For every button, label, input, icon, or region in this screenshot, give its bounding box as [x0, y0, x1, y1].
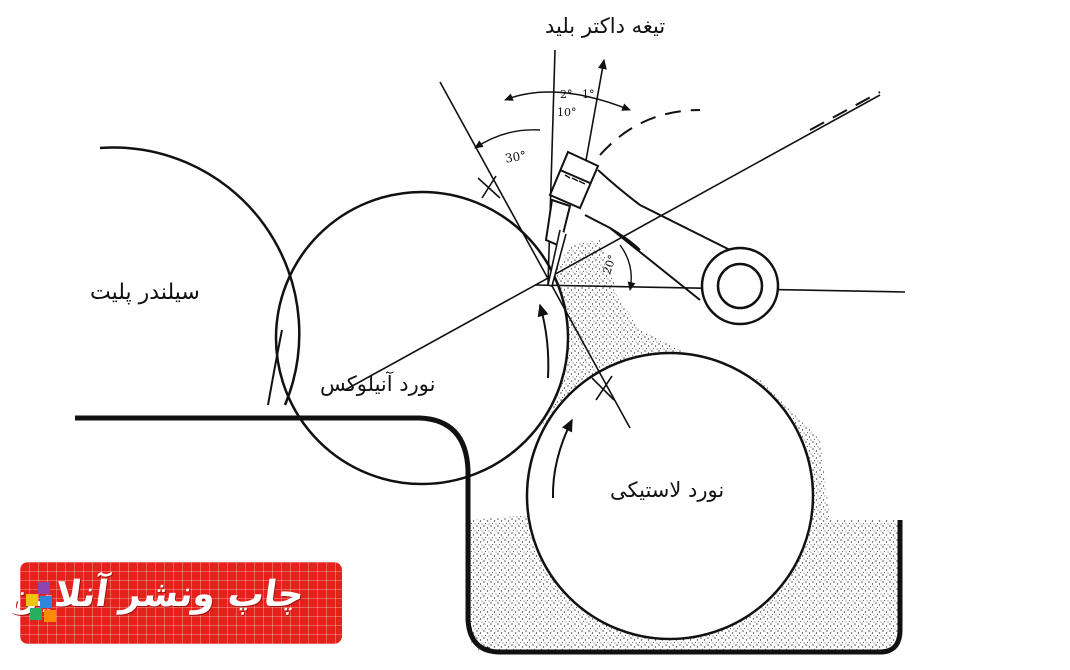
cross-mark-lower: [591, 375, 615, 401]
doctor-blade: [547, 229, 567, 287]
plate-cylinder-label: سیلندر پلیت: [90, 280, 200, 305]
angle-label-1: 1°: [582, 88, 595, 101]
angle-arc-30: [474, 129, 541, 149]
logo-squares-icon: [26, 582, 60, 622]
anilox-roll: [274, 190, 570, 486]
plate-cylinder-lower: [267, 329, 283, 406]
rubber-roll: [525, 351, 815, 641]
anilox-roll-label: نورد آنیلوکس: [320, 372, 436, 396]
rubber-rotation-arrow: [551, 418, 573, 499]
site-logo: چاپ ونشر آنلاین: [6, 562, 342, 644]
pivot-inner: [716, 262, 764, 310]
angle-arc-top: [504, 91, 631, 111]
plate-cylinder: [99, 146, 301, 406]
web-inner: [469, 520, 491, 649]
dashed-tangent-end: [809, 91, 881, 131]
lever-arm: [584, 169, 731, 301]
doctor-blade-holder: [544, 150, 600, 248]
angle-label-10: 10°: [557, 106, 577, 119]
doctor-blade-label: تیغه داکتر بلید: [545, 14, 666, 38]
pivot-outer: [700, 246, 780, 326]
dashed-arc: [599, 109, 701, 156]
anilox-rotation-arrow: [537, 303, 550, 379]
normal-line: [439, 81, 631, 429]
angle-arc-20: [619, 244, 636, 291]
vertical-reference-line: [547, 49, 556, 286]
rubber-roll-label: نورد لاستیکی: [610, 478, 725, 502]
tangent-line: [344, 94, 881, 391]
angle-label-2: 2°: [560, 88, 573, 101]
web-path: [75, 415, 903, 655]
cross-mark-upper: [477, 175, 501, 199]
